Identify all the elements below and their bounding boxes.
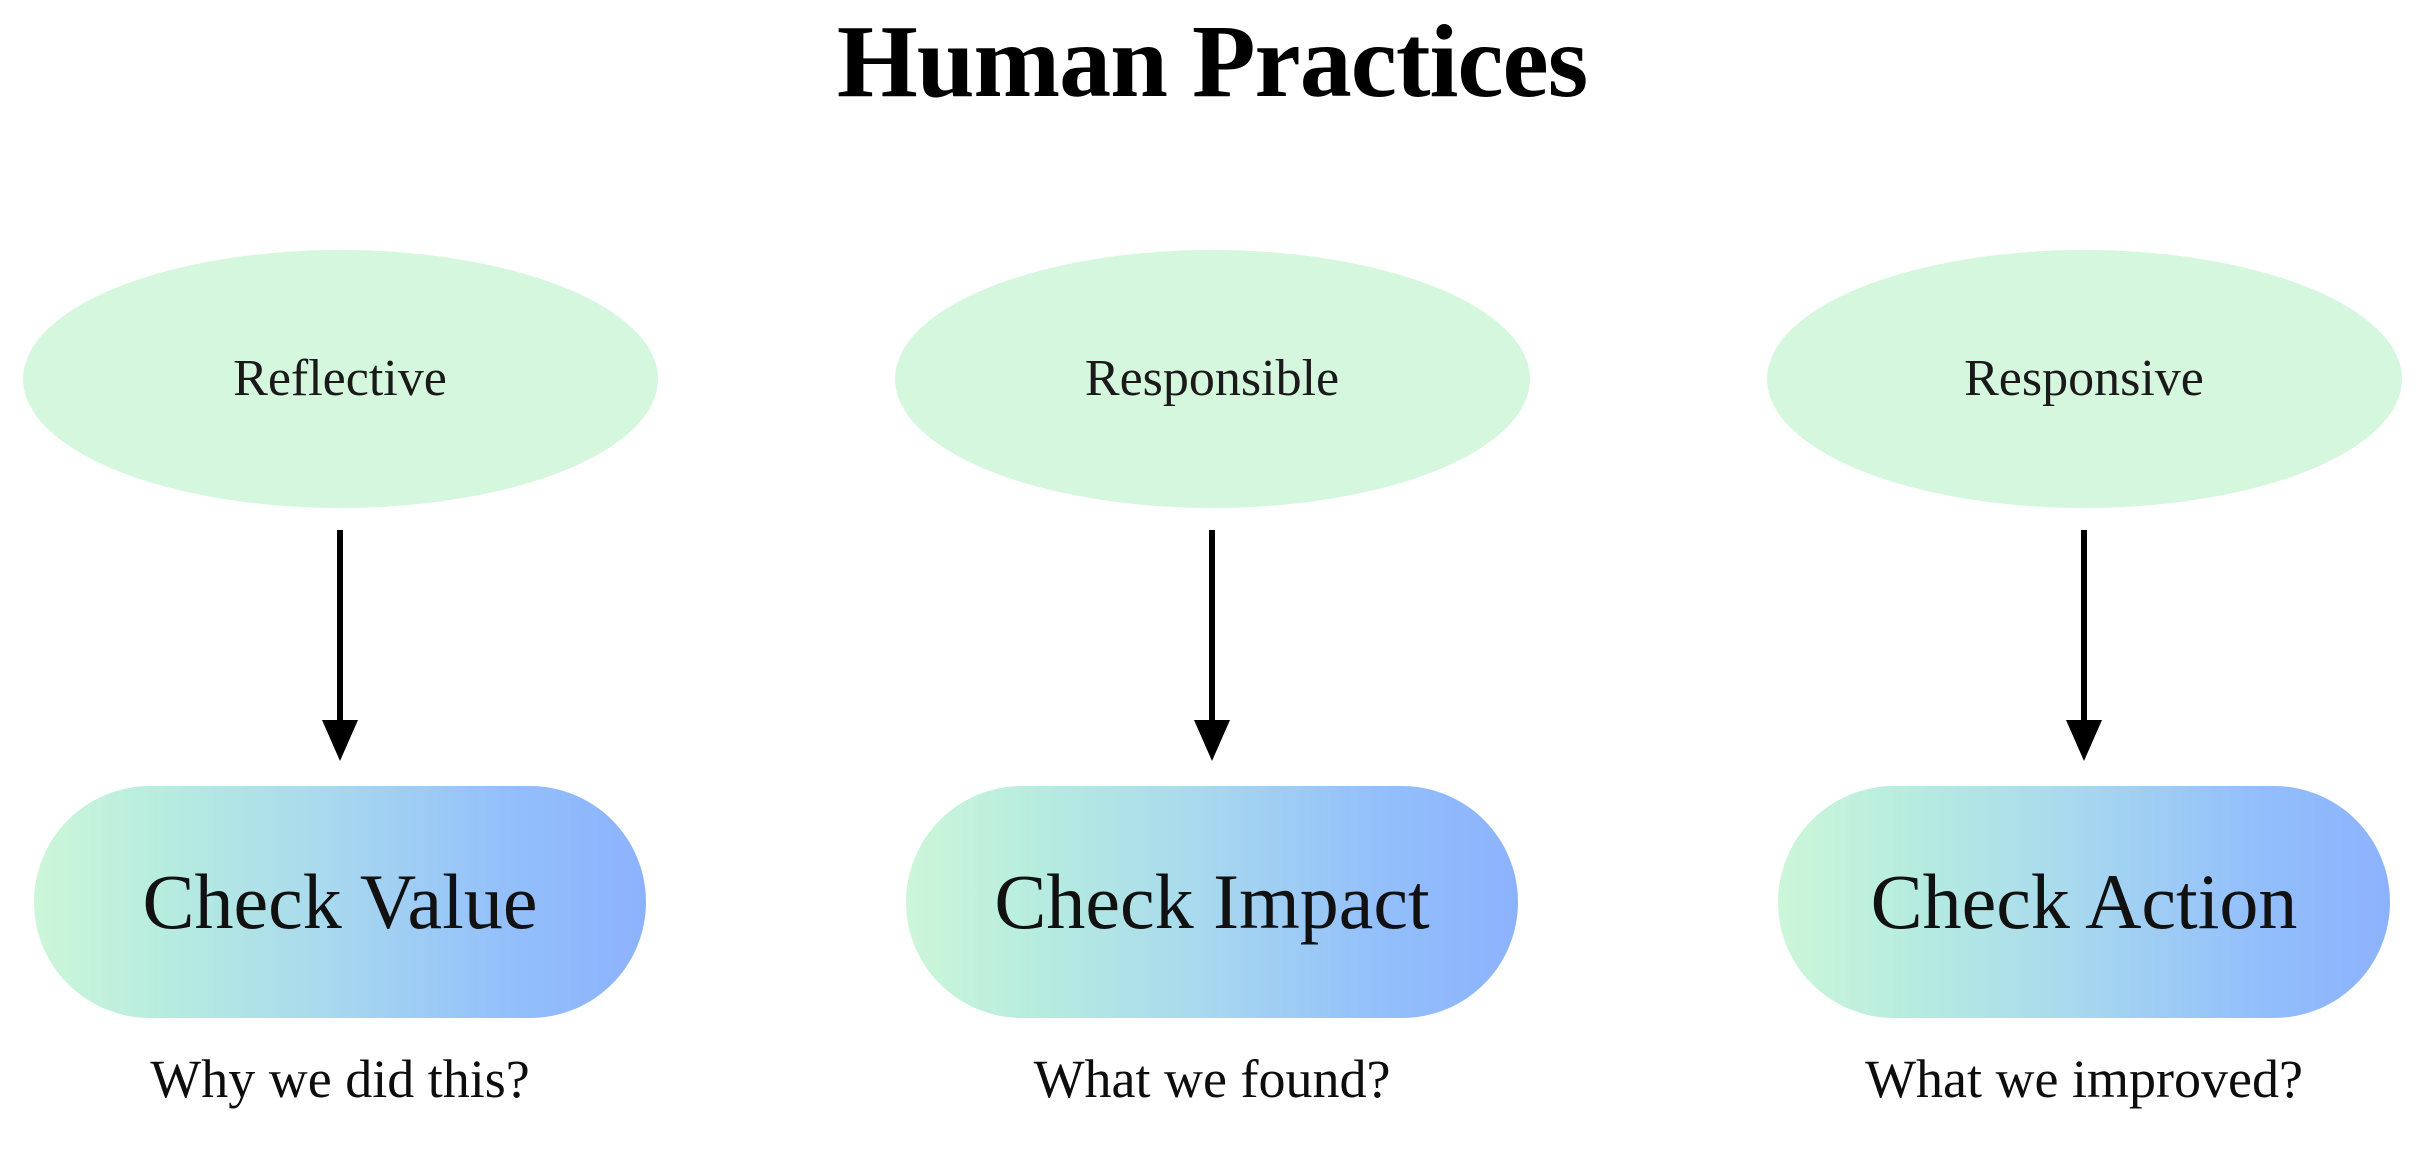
action-label: Check Value [142,858,538,945]
action-pill[interactable]: Check Impact [906,786,1518,1018]
question-caption: Why we did this? [150,1049,530,1109]
diagram-column-responsible: Responsible Check Impact What we found? [872,250,1552,1110]
action-pill[interactable]: Check Value [34,786,646,1018]
diagram-columns: Reflective Check Value Why we did this? … [0,250,2424,1110]
action-label: Check Action [1870,858,2298,945]
down-arrow-icon [1194,530,1230,761]
principle-ellipse[interactable]: Reflective [22,250,658,508]
question-caption: What we found? [1033,1049,1391,1109]
down-arrow-icon [2066,530,2102,761]
principle-label: Responsive [1964,350,2204,407]
principle-label: Responsible [1084,350,1340,407]
down-arrow-icon [322,530,358,761]
question-caption: What we improved? [1865,1049,2303,1109]
principle-ellipse[interactable]: Responsive [1766,250,2402,508]
action-pill[interactable]: Check Action [1778,786,2390,1018]
principle-ellipse[interactable]: Responsible [894,250,1530,508]
diagram-column-responsive: Responsive Check Action What we improved… [1744,250,2424,1110]
diagram-column-reflective: Reflective Check Value Why we did this? [0,250,680,1110]
principle-label: Reflective [233,350,447,407]
action-label: Check Impact [994,858,1430,945]
page-title: Human Practices [836,4,1588,119]
